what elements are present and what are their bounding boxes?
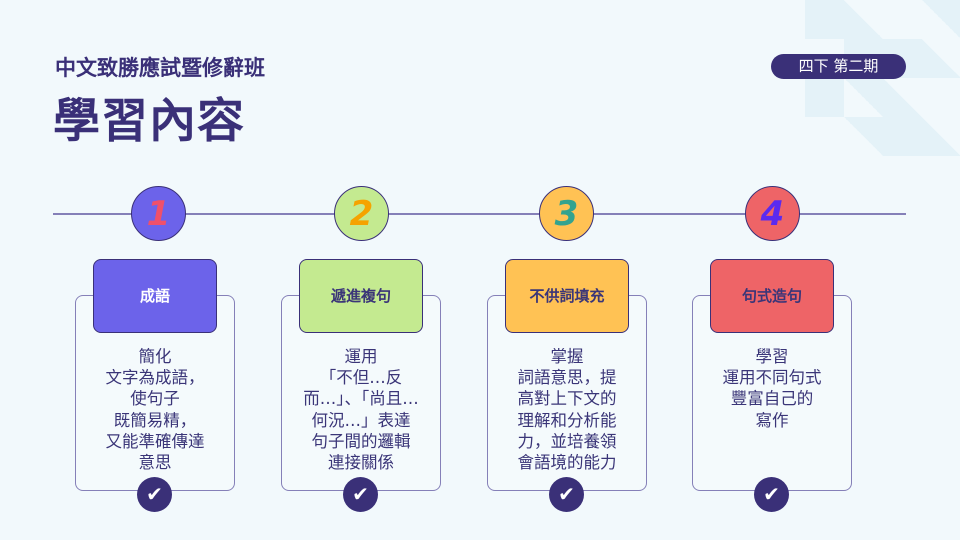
description-line: 掌握	[550, 347, 584, 366]
description-line: 連接關係	[328, 453, 394, 473]
step-title: 遞進複句	[299, 259, 423, 333]
step-description: 簡化文字為成語，使句子既簡易精，又能準確傳達意思	[75, 346, 235, 473]
description-line: 句子間的邏輯	[311, 431, 411, 451]
timeline-line	[53, 213, 906, 215]
description-line: 「不但…反	[319, 368, 403, 388]
step-description: 學習運用不同句式豐富自己的寫作	[692, 346, 852, 431]
step-description: 運用「不但…反而…」、「尚且…何況…」表達句子間的邏輯連接關係	[281, 346, 441, 473]
page-title: 學習內容	[53, 94, 245, 149]
description-line: 高對上下文的	[517, 389, 617, 409]
term-badge: 四下 第二期	[771, 54, 906, 79]
check-icon: ✔	[343, 477, 378, 512]
description-line: 簡化	[138, 347, 172, 366]
description-line: 文字為成語，	[105, 368, 205, 388]
course-subtitle: 中文致勝應試暨修辭班	[55, 56, 265, 80]
description-line: 運用	[344, 347, 378, 366]
description-line: 學習	[755, 347, 789, 366]
description-line: 運用不同句式	[722, 368, 822, 388]
step-description: 掌握詞語意思，提高對上下文的理解和分析能力，並培養領會語境的能力	[487, 346, 647, 473]
description-line: 會語境的能力	[517, 453, 617, 473]
description-line: 詞語意思，提	[517, 368, 617, 388]
step-number-circle: 2	[334, 186, 389, 241]
step-title: 不供詞填充	[505, 259, 629, 333]
check-icon: ✔	[549, 477, 584, 512]
description-line: 理解和分析能	[517, 410, 617, 430]
description-line: 既簡易精，	[113, 410, 197, 430]
description-line: 豐富自己的	[730, 389, 814, 409]
description-line: 又能準確傳達	[105, 431, 205, 451]
check-icon: ✔	[137, 477, 172, 512]
step-number-circle: 1	[131, 186, 186, 241]
description-line: 寫作	[755, 410, 789, 430]
description-line: 而…」、「尚且…	[303, 389, 419, 409]
step-title: 句式造句	[710, 259, 834, 333]
check-icon: ✔	[754, 477, 789, 512]
description-line: 何況…」表達	[311, 410, 411, 430]
description-line: 意思	[138, 453, 172, 473]
step-title: 成語	[93, 259, 217, 333]
description-line: 力，並培養領	[517, 431, 617, 451]
step-number-circle: 4	[745, 186, 800, 241]
description-line: 使句子	[130, 389, 180, 409]
step-number-circle: 3	[539, 186, 594, 241]
